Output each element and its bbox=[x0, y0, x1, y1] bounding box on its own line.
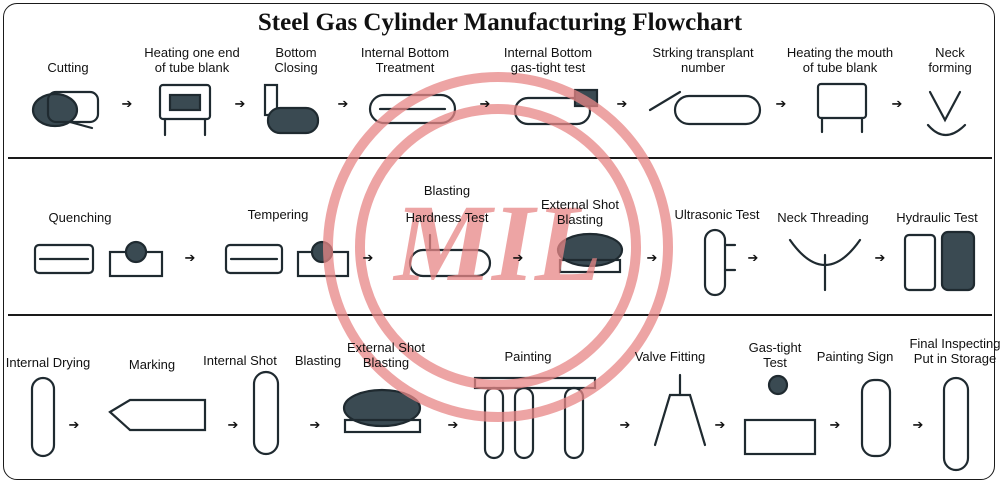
heating-tube-icon bbox=[158, 83, 212, 137]
flow-arrow-icon: ➔ bbox=[646, 250, 658, 265]
external-blasting-icon bbox=[342, 388, 422, 434]
hardness-tester-icon bbox=[408, 233, 492, 278]
drying-cylinder-icon bbox=[30, 376, 56, 458]
flow-arrow-icon: ➔ bbox=[874, 250, 886, 265]
flow-arrow-icon: ➔ bbox=[619, 417, 631, 432]
flow-arrow-icon: ➔ bbox=[227, 417, 239, 432]
row-divider-2 bbox=[8, 314, 992, 316]
sign-cylinder-icon bbox=[860, 378, 892, 458]
number-stamping-icon bbox=[648, 90, 762, 126]
heating-mouth-icon bbox=[816, 82, 868, 134]
step-label: Hardness Test bbox=[405, 210, 489, 225]
svg-text:MIL: MIL bbox=[392, 182, 602, 304]
step-label: Painting bbox=[504, 349, 552, 364]
step-label: Blasting bbox=[294, 353, 342, 368]
flow-arrow-icon: ➔ bbox=[121, 96, 133, 111]
marking-press-icon bbox=[108, 398, 207, 432]
flow-arrow-icon: ➔ bbox=[775, 96, 787, 111]
tempering-tank-icon bbox=[224, 243, 284, 275]
quenching-burner-icon bbox=[108, 240, 164, 278]
step-label: Ultrasonic Test bbox=[674, 207, 760, 222]
flow-arrow-icon: ➔ bbox=[447, 417, 459, 432]
neck-forming-icon bbox=[926, 90, 967, 137]
flow-arrow-icon: ➔ bbox=[714, 417, 726, 432]
gastight-bench-icon bbox=[743, 374, 817, 456]
shot-cylinder-icon bbox=[252, 370, 280, 456]
step-label: Valve Fitting bbox=[634, 349, 706, 364]
flow-arrow-icon: ➔ bbox=[747, 250, 759, 265]
flow-arrow-icon: ➔ bbox=[479, 96, 491, 111]
step-label: Painting Sign bbox=[816, 349, 894, 364]
step-label: Tempering bbox=[247, 207, 309, 222]
cutting-machine-icon bbox=[31, 90, 100, 130]
flow-arrow-icon: ➔ bbox=[68, 417, 80, 432]
valve-fitting-icon bbox=[653, 373, 707, 447]
flow-arrow-icon: ➔ bbox=[337, 96, 349, 111]
flow-arrow-icon: ➔ bbox=[829, 417, 841, 432]
flow-arrow-icon: ➔ bbox=[616, 96, 628, 111]
step-label: Hydraulic Test bbox=[896, 210, 978, 225]
mil-watermark-logo: MIL bbox=[323, 72, 673, 422]
flow-arrow-icon: ➔ bbox=[362, 250, 374, 265]
step-label: Internal Drying bbox=[5, 355, 91, 370]
step-label: Marking bbox=[128, 357, 176, 372]
flow-arrow-icon: ➔ bbox=[234, 96, 246, 111]
flow-arrow-icon: ➔ bbox=[912, 417, 924, 432]
step-label: Cutting bbox=[47, 60, 89, 75]
quenching-tank-icon bbox=[33, 243, 95, 275]
step-label: Blasting bbox=[423, 183, 471, 198]
step-label: Neck Threading bbox=[777, 210, 869, 225]
storage-cylinder-icon bbox=[942, 376, 970, 472]
hydraulic-test-icon bbox=[903, 230, 976, 292]
flow-arrow-icon: ➔ bbox=[891, 96, 903, 111]
flowchart-frame bbox=[3, 3, 995, 480]
flow-arrow-icon: ➔ bbox=[512, 250, 524, 265]
flow-arrow-icon: ➔ bbox=[184, 250, 196, 265]
row-divider-1 bbox=[8, 157, 992, 159]
page-title: Steel Gas Cylinder Manufacturing Flowcha… bbox=[257, 9, 743, 36]
step-label: Internal Shot bbox=[203, 353, 277, 368]
step-label: Quenching bbox=[48, 210, 112, 225]
flow-arrow-icon: ➔ bbox=[309, 417, 321, 432]
bottom-closing-icon bbox=[263, 83, 320, 135]
neck-threading-icon bbox=[788, 238, 862, 292]
ultrasonic-probe-icon bbox=[703, 228, 737, 297]
tempering-burner-icon bbox=[296, 240, 350, 278]
shot-blasting-icon bbox=[556, 232, 624, 274]
